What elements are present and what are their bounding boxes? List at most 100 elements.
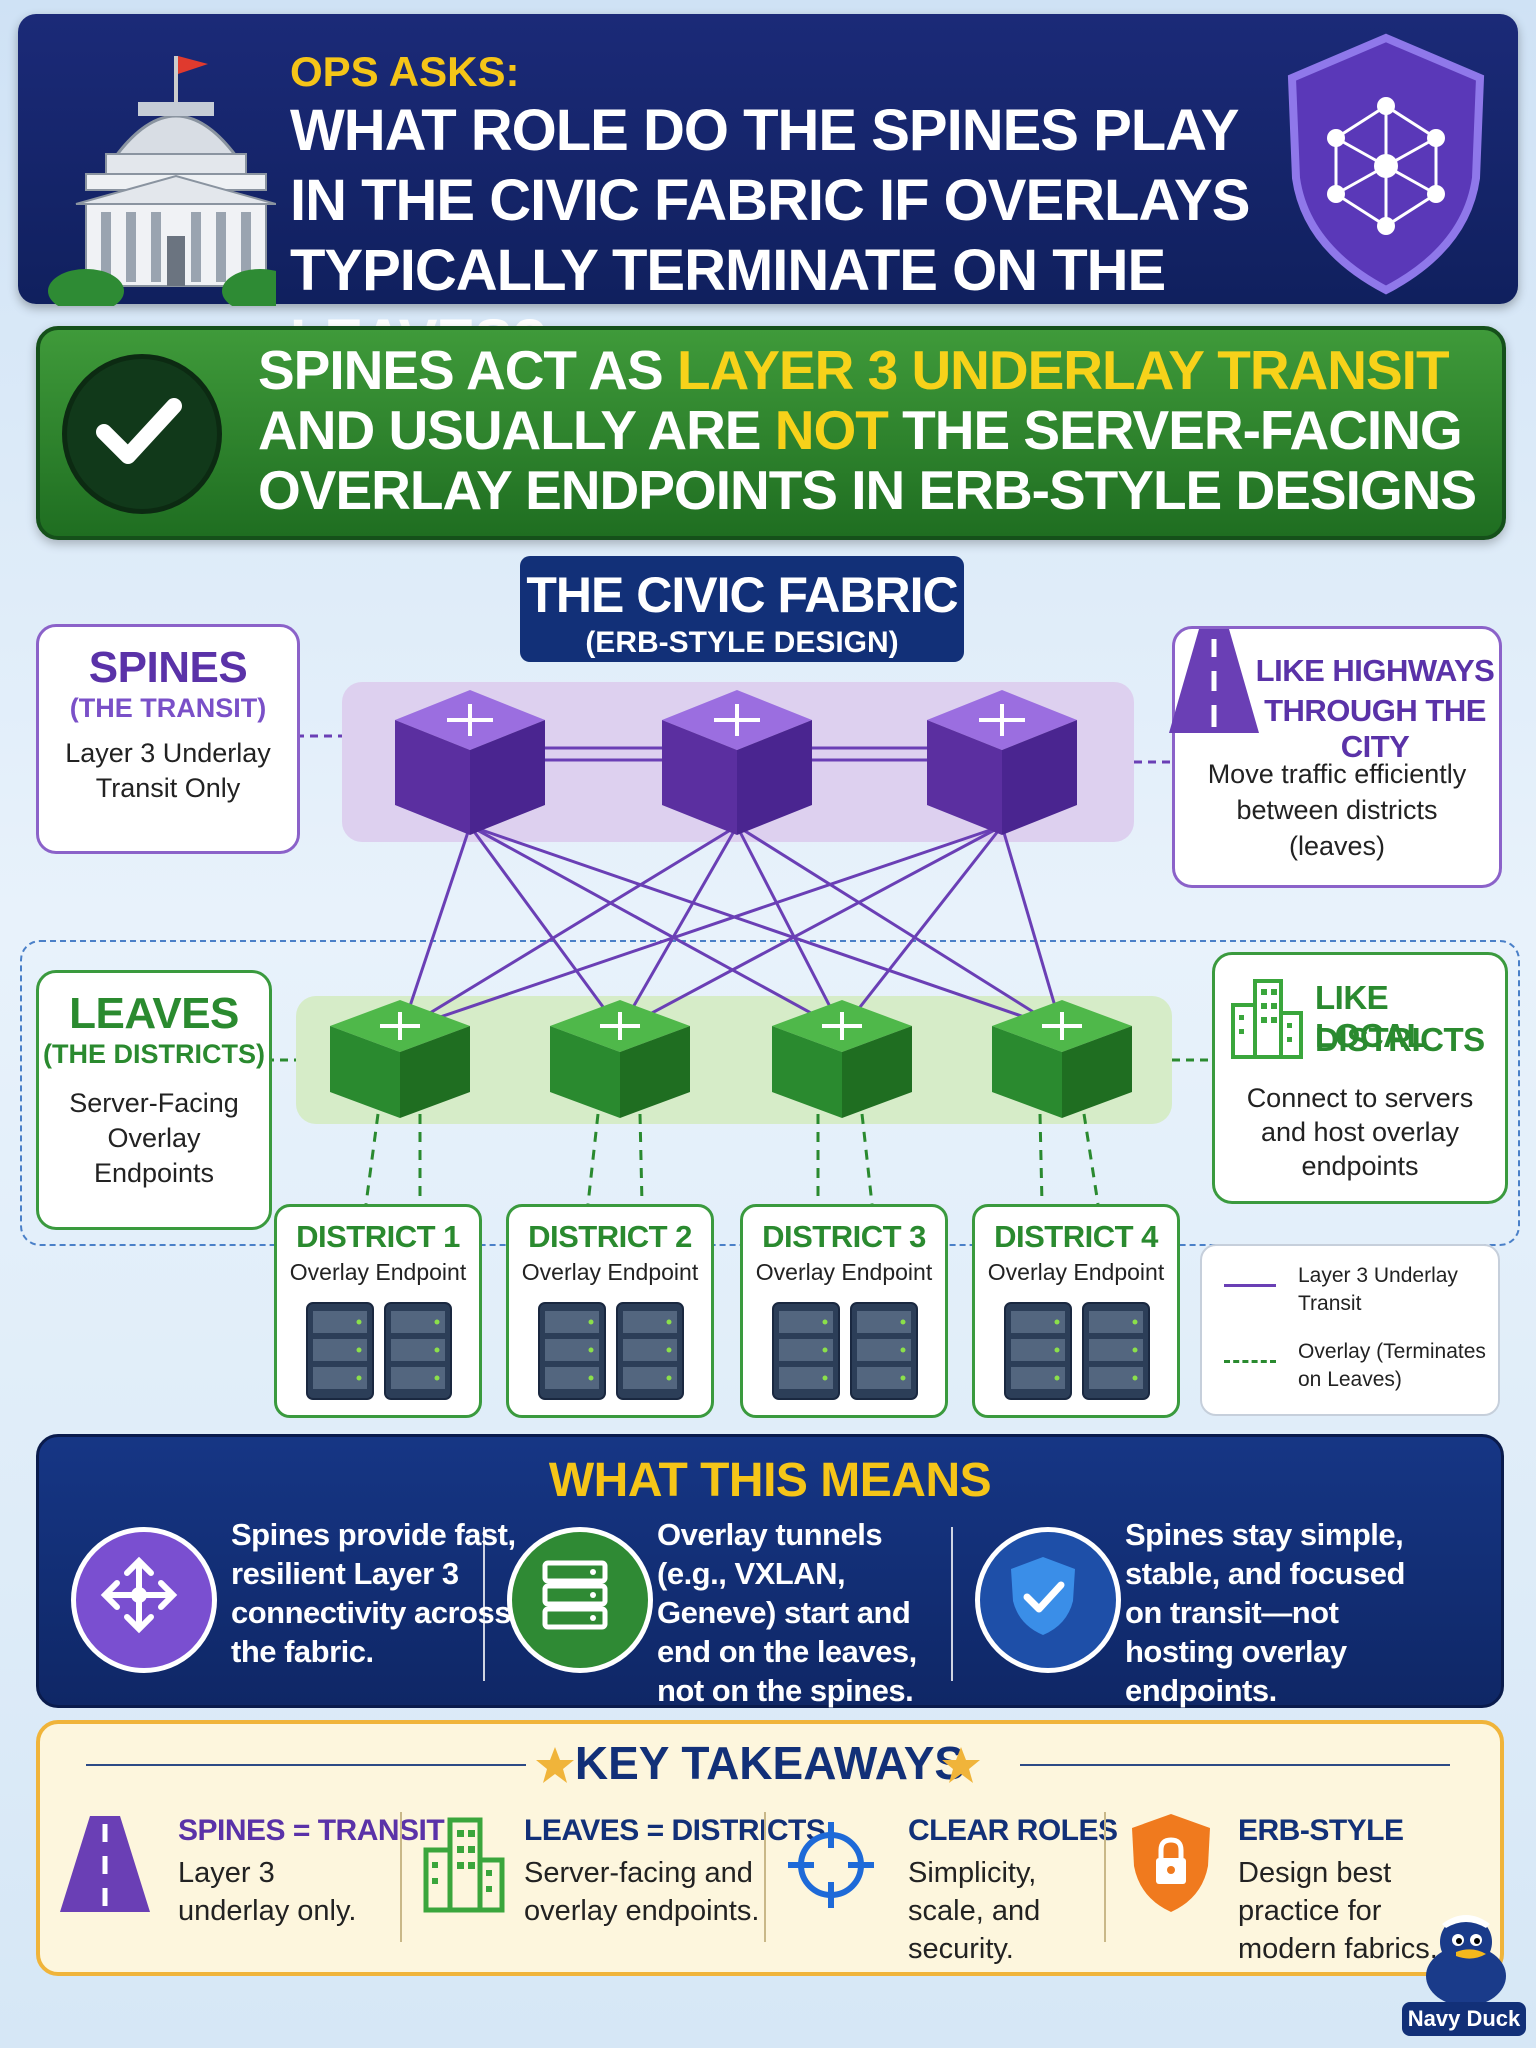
server-stack-icon <box>507 1527 653 1673</box>
takeaway-title: LEAVES = DISTRICTS <box>524 1814 826 1847</box>
divider <box>400 1812 402 1942</box>
server-rack-icon <box>1004 1302 1150 1400</box>
means-item: Spines provide fast, resilient Layer 3 c… <box>71 1515 516 1685</box>
legend-overlay-label-1: Overlay (Terminates <box>1298 1340 1486 1363</box>
highways-title-2: THROUGH THE CITY <box>1264 693 1486 764</box>
takeaways-title: KEY TAKEAWAYS <box>574 1737 966 1789</box>
arrows-move-icon <box>71 1527 217 1673</box>
spines-title: SPINES <box>88 643 248 692</box>
city-buildings-icon <box>1231 979 1303 1059</box>
legend-overlay-line <box>1224 1360 1276 1363</box>
legend-underlay-label-1: Layer 3 Underlay <box>1298 1264 1458 1287</box>
question-text: WHAT ROLE DO THE SPINES PLAY IN THE CIVI… <box>290 98 1250 373</box>
takeaway-item: LEAVES = DISTRICTS Server-facing and ove… <box>524 1814 826 1954</box>
district-card: DISTRICT 4 Overlay Endpoint <box>972 1204 1180 1418</box>
takeaway-body: Design best practice for modern fabrics. <box>1238 1857 1438 1965</box>
spines-subtitle: (THE TRANSIT) <box>69 693 267 723</box>
takeaway-title: CLEAR ROLES <box>908 1814 1118 1847</box>
district-name: DISTRICT 4 <box>994 1219 1158 1254</box>
district-name: DISTRICT 3 <box>762 1219 926 1254</box>
local-districts-info-box: LIKE LOCAL DISTRICTS Connect to servers … <box>1212 952 1508 1204</box>
means-text: Overlay tunnels (e.g., VXLAN, Geneve) st… <box>657 1517 917 1708</box>
district-endpoint-label: Overlay Endpoint <box>987 1259 1165 1285</box>
means-item: Overlay tunnels (e.g., VXLAN, Geneve) st… <box>507 1515 977 1708</box>
takeaway-title: ERB-STYLE <box>1238 1814 1404 1847</box>
district-endpoint-label: Overlay Endpoint <box>521 1259 699 1285</box>
highways-info-box: LIKE HIGHWAYS THROUGH THE CITY Move traf… <box>1169 626 1502 888</box>
fabric-subtitle: (ERB-STYLE DESIGN) <box>585 626 899 659</box>
leaf-switch-2 <box>550 1000 690 1118</box>
city-buildings-icon <box>423 1817 505 1913</box>
question-header: OPS ASKS: WHAT ROLE DO THE SPINES PLAY I… <box>18 14 1518 373</box>
shield-network-icon <box>1287 33 1485 295</box>
spine-switch-1 <box>395 690 545 835</box>
answer-highlight-2: NOT <box>774 399 889 461</box>
means-text: Spines stay simple, stable, and focused … <box>1125 1517 1405 1708</box>
divider <box>483 1527 485 1681</box>
capitol-building-icon <box>48 56 276 306</box>
divider <box>951 1527 953 1681</box>
district-card: DISTRICT 3 Overlay Endpoint <box>740 1204 948 1418</box>
spine-switch-3 <box>927 690 1077 835</box>
leaves-title: LEAVES <box>69 989 239 1038</box>
leaves-body-1: Server-Facing <box>69 1088 239 1118</box>
brand-label: Navy Duck <box>1402 2002 1526 2036</box>
road-icon <box>1169 629 1259 733</box>
takeaway-body: Layer 3 underlay only. <box>178 1857 357 1927</box>
leaf-switch-4 <box>992 1000 1132 1118</box>
takeaway-title: SPINES = TRANSIT <box>178 1814 445 1847</box>
answer-part-2: AND USUALLY ARE <box>258 399 775 461</box>
takeaway-item: ERB-STYLE Design best practice for moder… <box>1238 1814 1468 1965</box>
answer-banner: SPINES ACT AS LAYER 3 UNDERLAY TRANSIT A… <box>36 326 1506 540</box>
spine-switch-2 <box>662 690 812 835</box>
spines-body-1: Layer 3 Underlay <box>65 738 271 768</box>
highways-title-1: LIKE HIGHWAYS <box>1255 653 1495 688</box>
answer-part-1: SPINES ACT AS <box>258 339 677 401</box>
local-districts-title-1: LIKE LOCAL <box>1315 979 1427 1054</box>
local-districts-body-2: and host overlay <box>1260 1117 1460 1147</box>
leaf-switch-3 <box>772 1000 912 1118</box>
district-card: DISTRICT 2 Overlay Endpoint <box>506 1204 714 1418</box>
key-takeaways-panel: KEY TAKEAWAYS SPINES = TRANSIT Layer 3 u… <box>36 1720 1504 1976</box>
road-icon <box>60 1816 150 1912</box>
leaves-body-2: Overlay <box>107 1123 201 1153</box>
highways-body-2: between districts <box>1236 795 1438 825</box>
highways-body-1: Move traffic efficiently <box>1207 759 1467 789</box>
local-districts-title-2: DISTRICTS <box>1315 1021 1485 1058</box>
what-this-means-panel: WHAT THIS MEANS Spines provide fast, res… <box>36 1434 1504 1708</box>
leaves-body-3: Endpoints <box>93 1158 215 1188</box>
takeaway-item: SPINES = TRANSIT Layer 3 underlay only. <box>178 1814 445 1954</box>
answer-text: SPINES ACT AS LAYER 3 UNDERLAY TRANSIT A… <box>258 340 1488 520</box>
legend-overlay-label-2: on Leaves) <box>1298 1368 1402 1391</box>
answer-part-3: THE SERVER-FACING OVERLAY ENDPOINTS IN E… <box>258 399 1477 521</box>
takeaway-body: Simplicity, scale, and security. <box>908 1857 1041 1965</box>
district-name: DISTRICT 2 <box>528 1219 692 1254</box>
spines-info-box: SPINES (THE TRANSIT) Layer 3 Underlay Tr… <box>36 624 300 854</box>
leaves-info-box: LEAVES (THE DISTRICTS) Server-Facing Ove… <box>36 970 272 1230</box>
legend-underlay-line <box>1224 1284 1276 1287</box>
means-item: Spines stay simple, stable, and focused … <box>975 1515 1475 1708</box>
crosshair-target-icon <box>788 1822 874 1908</box>
title-rule-right <box>1020 1764 1450 1766</box>
leaf-switch-1 <box>330 1000 470 1118</box>
server-rack-icon <box>538 1302 684 1400</box>
leaves-subtitle: (THE DISTRICTS) <box>43 1039 265 1069</box>
highways-body-3: (leaves) <box>1288 831 1386 861</box>
shield-check-icon <box>975 1527 1121 1673</box>
takeaway-body: Server-facing and overlay endpoints. <box>524 1857 760 1927</box>
fabric-title-box: THE CIVIC FABRIC (ERB-STYLE DESIGN) <box>520 556 964 662</box>
district-endpoint-label: Overlay Endpoint <box>755 1259 933 1285</box>
means-title: WHAT THIS MEANS <box>548 1454 992 1507</box>
takeaway-item: CLEAR ROLES Simplicity, scale, and secur… <box>908 1814 1138 1965</box>
district-card: DISTRICT 1 Overlay Endpoint <box>274 1204 482 1418</box>
shield-lock-icon <box>1132 1814 1210 1912</box>
divider <box>764 1812 766 1942</box>
duck-mascot-logo <box>1426 1915 1506 2006</box>
checkmark-icon <box>62 354 222 514</box>
title-rule-left <box>86 1764 526 1766</box>
local-districts-body-3: endpoints <box>1301 1151 1419 1181</box>
server-rack-icon <box>772 1302 918 1400</box>
star-icon <box>536 1747 574 1783</box>
